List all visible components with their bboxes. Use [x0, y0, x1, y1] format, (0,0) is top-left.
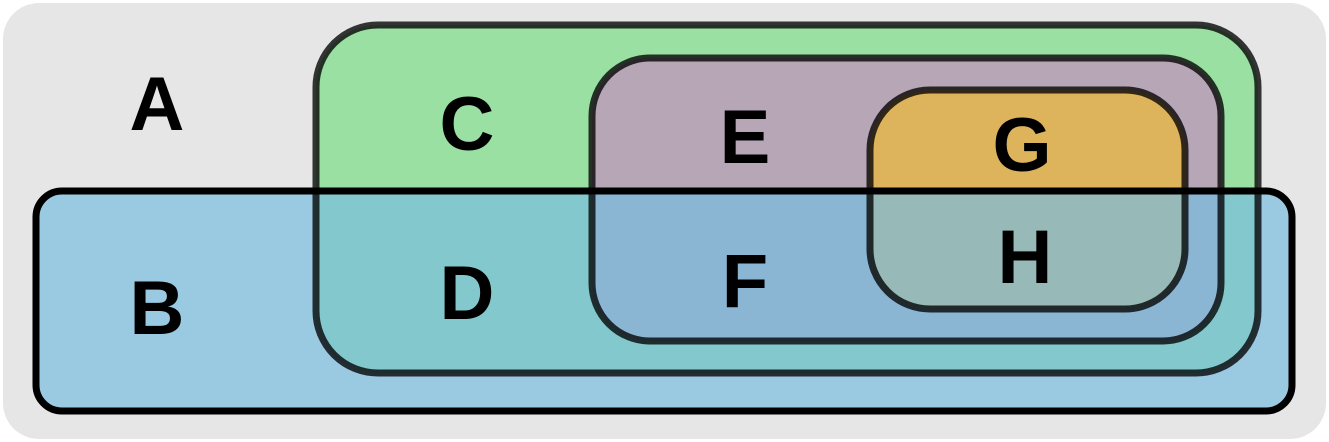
label-g: G: [992, 103, 1051, 188]
label-c: C: [440, 82, 495, 167]
set-blue-outline: [32, 187, 1296, 415]
outlines: [312, 21, 1262, 377]
set-purple-outline: [588, 54, 1225, 345]
set-orange-outline: [866, 86, 1189, 313]
label-d: D: [440, 251, 495, 336]
label-b: B: [130, 266, 185, 351]
set-blue-region: [36, 191, 1292, 411]
label-h: H: [998, 215, 1053, 300]
set-green-outline: [312, 21, 1262, 377]
label-a: A: [130, 62, 185, 147]
label-e: E: [720, 95, 771, 180]
label-f: F: [722, 239, 768, 324]
